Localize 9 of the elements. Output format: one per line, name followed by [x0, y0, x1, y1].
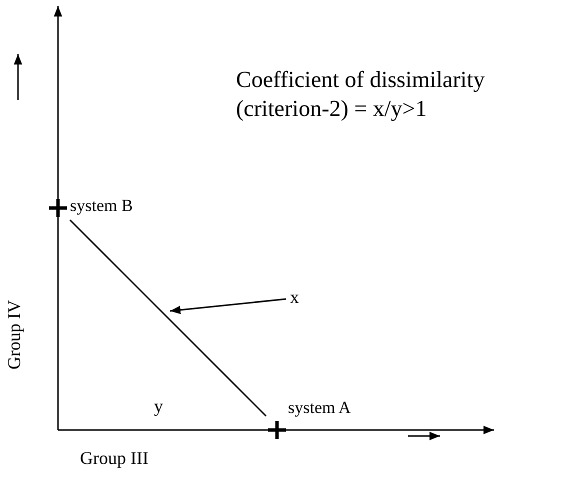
axis-title: Group III	[80, 448, 148, 469]
variable-label: y	[154, 396, 163, 417]
axis-title: Group IV	[4, 300, 25, 370]
formula-note: Coefficient of dissimilarity (criterion-2) = x/y>1	[236, 66, 486, 123]
point-label: system A	[288, 398, 351, 418]
leader-line	[170, 298, 286, 314]
variable-label: x	[290, 287, 299, 308]
point-label: system B	[70, 196, 133, 216]
connecting-line	[69, 219, 267, 417]
